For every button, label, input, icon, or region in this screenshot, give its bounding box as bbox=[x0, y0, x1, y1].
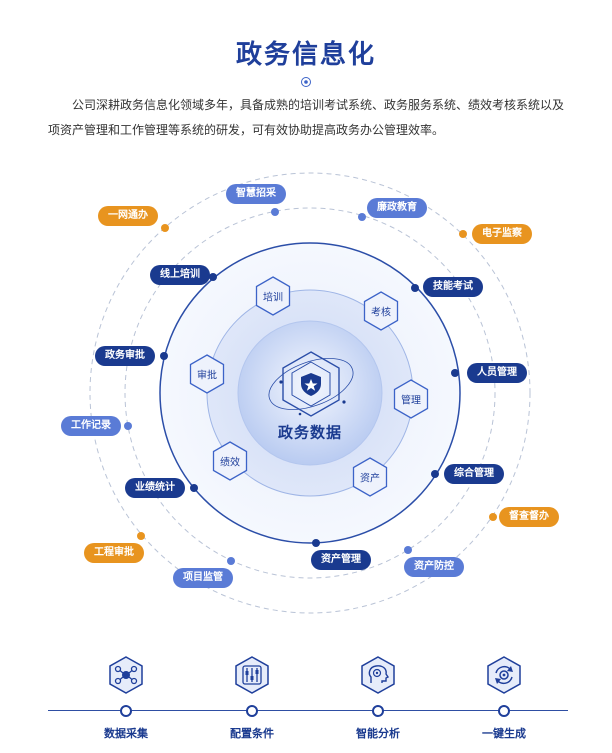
hex-assessment bbox=[363, 291, 399, 331]
step-label: 智能分析 bbox=[356, 727, 400, 740]
brain-head-icon bbox=[361, 656, 395, 694]
hex-label-approval: 审批 bbox=[197, 370, 217, 382]
chip-project-approval: 工程审批 bbox=[84, 543, 144, 563]
step-dot bbox=[372, 705, 384, 717]
intro-paragraph: 公司深耕政务信息化领域多年，具备成熟的培训考试系统、政务服务系统、绩效考核系统以… bbox=[48, 98, 565, 137]
hex-label-management: 管理 bbox=[401, 395, 421, 407]
core-shield-icon bbox=[268, 351, 354, 417]
chip-electronic-supervision: 电子监察 bbox=[472, 224, 532, 244]
step-one-click-generate: 一键生成 bbox=[464, 655, 544, 740]
step-dot bbox=[246, 705, 258, 717]
chip-smart-procurement: 智慧招采 bbox=[226, 184, 286, 204]
chip-project-supervision: 项目监管 bbox=[173, 568, 233, 588]
chip-skill-exam: 技能考试 bbox=[423, 277, 483, 297]
step-dot bbox=[120, 705, 132, 717]
step-smart-analysis: 智能分析 bbox=[338, 655, 418, 740]
hex-management bbox=[393, 379, 429, 419]
chip-work-record: 工作记录 bbox=[61, 416, 121, 436]
chip-one-stop-service: 一网通办 bbox=[98, 206, 158, 226]
steps-timeline bbox=[48, 710, 568, 711]
hex-label-performance: 绩效 bbox=[220, 457, 240, 469]
chip-asset-prevention: 资产防控 bbox=[404, 557, 464, 577]
hex-approval bbox=[189, 354, 225, 394]
chip-integrity-education: 廉政教育 bbox=[367, 198, 427, 218]
step-data-collection: 数据采集 bbox=[86, 655, 166, 740]
hex-performance bbox=[212, 441, 248, 481]
outer-dashed-ring bbox=[89, 172, 531, 614]
hex-label-assessment: 考核 bbox=[371, 307, 391, 319]
hex-label-assets: 资产 bbox=[360, 473, 380, 485]
center-label: 政务数据 bbox=[277, 423, 343, 442]
chip-general-management: 综合管理 bbox=[444, 464, 504, 484]
hex-label-training: 培训 bbox=[263, 292, 283, 304]
step-dot bbox=[498, 705, 510, 717]
step-label: 一键生成 bbox=[482, 727, 526, 740]
chip-government-approval: 政务审批 bbox=[95, 346, 155, 366]
chip-inspection-supervision: 督查督办 bbox=[499, 507, 559, 527]
hex-training bbox=[255, 276, 291, 316]
sliders-icon bbox=[235, 656, 269, 694]
chip-asset-management: 资产管理 bbox=[311, 550, 371, 570]
chip-performance-stats: 业绩统计 bbox=[125, 478, 185, 498]
hex-assets bbox=[352, 457, 388, 497]
chip-online-training: 线上培训 bbox=[150, 265, 210, 285]
location-pin-icon bbox=[301, 77, 311, 87]
step-configure-conditions: 配置条件 bbox=[212, 655, 292, 740]
step-label: 数据采集 bbox=[104, 727, 148, 740]
refresh-gear-icon bbox=[487, 656, 521, 694]
network-icon bbox=[109, 656, 143, 694]
middle-dashed-ring bbox=[124, 207, 496, 579]
page-title: 政务信息化 bbox=[235, 40, 376, 70]
chip-personnel-management: 人员管理 bbox=[467, 363, 527, 383]
step-label: 配置条件 bbox=[230, 727, 274, 740]
